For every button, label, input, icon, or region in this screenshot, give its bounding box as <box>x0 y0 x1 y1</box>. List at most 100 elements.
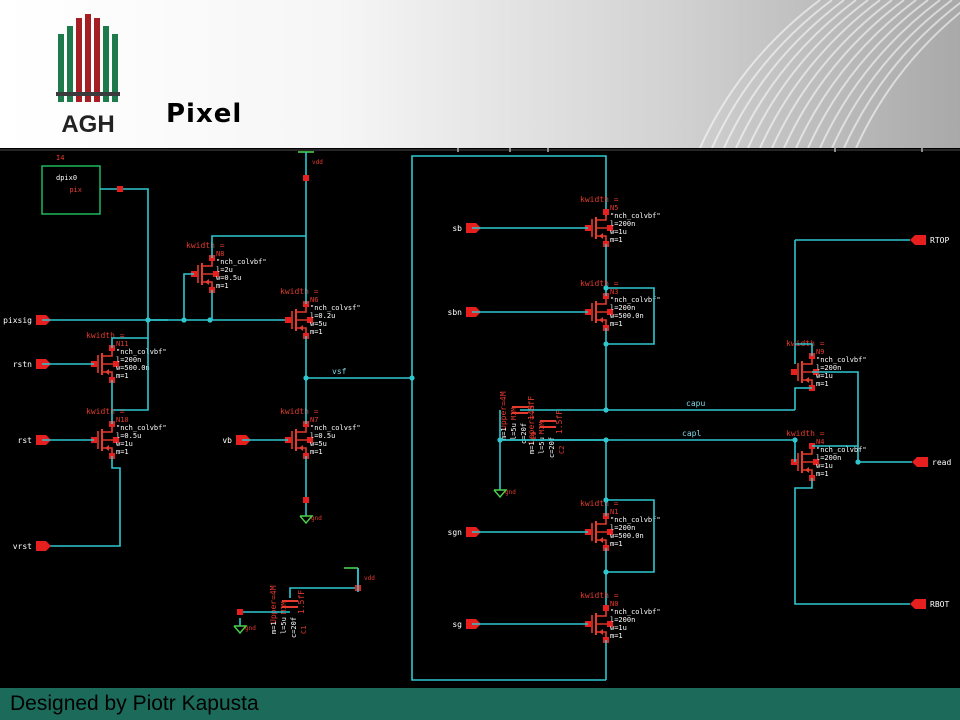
n11-drain-wire <box>111 320 149 348</box>
terminal-square <box>285 317 291 323</box>
terminal-square <box>607 621 613 627</box>
cap-c1-mim-label: MIM <box>280 601 288 614</box>
mos-instance-name: N7 <box>310 416 318 424</box>
mos-kwidth-label: kwidth = <box>580 195 619 204</box>
mos-kwidth-label: kwidth = <box>186 241 225 250</box>
instance-box <box>41 165 101 215</box>
center-bus-top <box>411 155 607 378</box>
vdd-supply-n6-label: vdd <box>312 159 323 166</box>
cap-c2-mim-label: MIM <box>538 421 546 434</box>
instance-box-name: I4 <box>56 154 64 162</box>
gnd-c1 <box>233 625 248 635</box>
pin-rtop <box>910 235 926 245</box>
pin-sb-label: sb <box>452 224 462 233</box>
mos-length-label: l=200n <box>116 356 141 364</box>
pin-vrst <box>36 541 51 551</box>
mos-length-label: l=200n <box>610 524 635 532</box>
instance-box-pin: pix <box>69 186 82 194</box>
mos-model-label: "nch_colvbf" <box>816 446 867 454</box>
n9-drain-wire <box>795 343 813 356</box>
cap-c0-upper-label: Upper=4M <box>499 391 508 430</box>
mos-model-label: "nch_colvbf" <box>610 296 661 304</box>
header-swoosh-line <box>819 0 941 148</box>
mos-model-label: "nch_colvbf" <box>610 608 661 616</box>
mos-arrow <box>299 325 303 331</box>
header-swoosh-line <box>843 1 960 148</box>
mos-multiplier-label: m=1 <box>610 236 623 244</box>
header-swoosh-line <box>795 0 917 148</box>
mos-model-label: "nch_colvbf" <box>816 356 867 364</box>
mos-multiplier-label: m=1 <box>116 372 129 380</box>
n8-drain-wire <box>211 235 306 258</box>
mos-instance-name: N1 <box>610 508 618 516</box>
mos-instance-name: N11 <box>116 340 129 348</box>
mos-model-label: "nch_colvbf" <box>216 258 267 266</box>
mos-multiplier-label: m=1 <box>816 470 829 478</box>
terminal-square <box>607 309 613 315</box>
pin-vb-label: vb <box>222 436 232 445</box>
mos-multiplier-label: m=1 <box>216 282 229 290</box>
pin-sg-label: sg <box>452 620 462 629</box>
cap-c0-id-label: C0 <box>530 432 538 440</box>
net-label-vsf: vsf <box>332 367 347 376</box>
cap-c2-upper-label: Upper=4M <box>527 405 536 444</box>
mos-width-label: w=5u <box>310 440 327 448</box>
agh-logo-icon: AGH <box>56 14 120 136</box>
mos-model-label: "nch_colvsf" <box>310 424 361 432</box>
terminal-square <box>303 497 309 503</box>
header-decorative-lines <box>699 0 960 148</box>
mos-length-label: l=200n <box>610 304 635 312</box>
header-swoosh-line <box>771 0 893 148</box>
mos-model-label: "nch_colvbf" <box>116 424 167 432</box>
header-swoosh-line <box>711 0 833 148</box>
cap-c2-value-label: 1.5fF <box>555 410 564 434</box>
mos-multiplier-label: m=1 <box>310 448 323 456</box>
slide-footer: Designed by Piotr Kapusta <box>0 688 960 720</box>
pin-rstn-label: rstn <box>13 360 32 369</box>
cap-c1-value-label: 1.5fF <box>297 590 306 614</box>
terminal-square <box>303 175 309 181</box>
cap-c0-m-label: m=1 <box>500 427 508 440</box>
header-swoosh-line <box>759 0 881 148</box>
mos-multiplier-label: m=1 <box>610 540 623 548</box>
header-swoosh-line <box>831 0 953 148</box>
mos-arrow <box>299 445 303 451</box>
n9-gate-to-capu <box>794 387 812 410</box>
n8-gate-wire <box>183 273 194 320</box>
n10-source-wire <box>42 456 121 547</box>
mos-length-label: l=0.2u <box>310 312 335 320</box>
logo-text: AGH <box>61 111 114 136</box>
terminal-square <box>791 369 797 375</box>
mos-kwidth-label: kwidth = <box>86 331 125 340</box>
pin-rbot <box>910 599 926 609</box>
mos-width-label: w=500.0n <box>610 312 644 320</box>
cap-c1-c-label: c=20f <box>290 617 298 638</box>
rbot-wire <box>794 478 910 605</box>
terminal-square <box>603 209 609 215</box>
pin-pixsig-label: pixsig <box>3 316 32 325</box>
wire-junction <box>603 497 609 503</box>
mos-multiplier-label: m=1 <box>116 448 129 456</box>
mos-kwidth-label: kwidth = <box>580 591 619 600</box>
net-label-capu: capu <box>686 399 705 408</box>
gnd-caps-label: gnd <box>505 489 516 496</box>
terminal-square <box>307 437 313 443</box>
cap-c2-l-label: l=5u <box>538 437 546 454</box>
mos-multiplier-label: m=1 <box>610 632 623 640</box>
mos-model-label: "nch_colvbf" <box>116 348 167 356</box>
pin-sgn-label: sgn <box>448 528 463 537</box>
mos-multiplier-label: m=1 <box>610 320 623 328</box>
mos-instance-name: N3 <box>610 288 618 296</box>
mos-arrow <box>805 467 809 473</box>
gnd-n7 <box>299 515 314 525</box>
n9-out-wire <box>812 371 859 462</box>
mos-instance-name: N0 <box>610 600 618 608</box>
mos-model-label: "nch_colvbf" <box>610 516 661 524</box>
mos-instance-name: N4 <box>816 438 824 446</box>
cap-c0-mim-label: MIM <box>510 407 518 420</box>
mos-instance-name: N5 <box>610 204 618 212</box>
header-swoosh-line <box>855 11 960 148</box>
wire-junction <box>792 437 798 443</box>
